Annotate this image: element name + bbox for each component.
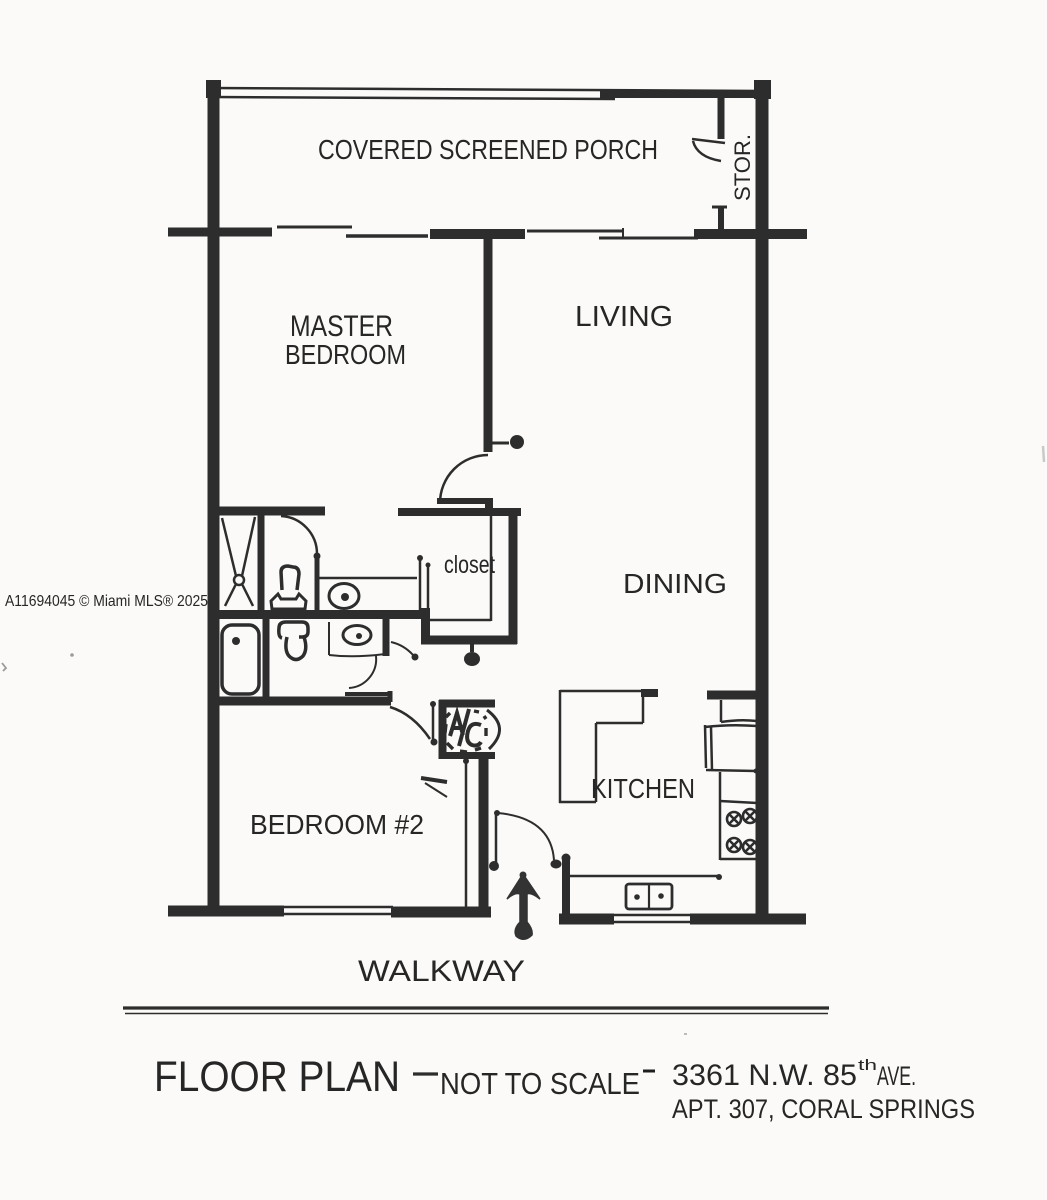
svg-text:FLOOR PLAN: FLOOR PLAN — [154, 1053, 400, 1101]
svg-text:BEDROOM #2: BEDROOM #2 — [250, 809, 424, 840]
svg-text:A11694045 © Miami MLS® 2025: A11694045 © Miami MLS® 2025 — [5, 593, 208, 610]
svg-text:LIVING: LIVING — [575, 301, 673, 333]
svg-text:BEDROOM: BEDROOM — [285, 339, 406, 370]
svg-text:NOT TO SCALE: NOT TO SCALE — [440, 1066, 640, 1101]
svg-text:COVERED SCREENED PORCH: COVERED SCREENED PORCH — [318, 134, 658, 165]
svg-text:KITCHEN: KITCHEN — [591, 773, 695, 804]
svg-text:WALKWAY: WALKWAY — [358, 955, 525, 988]
svg-text:3361 N.W. 85: 3361 N.W. 85 — [672, 1059, 857, 1092]
svg-text:APT. 307, CORAL SPRINGS: APT. 307, CORAL SPRINGS — [672, 1094, 975, 1124]
svg-text:STOR.: STOR. — [730, 134, 755, 201]
svg-text:closet: closet — [444, 551, 495, 579]
svg-text:MASTER: MASTER — [290, 310, 393, 343]
svg-text:AVE.: AVE. — [877, 1061, 916, 1091]
svg-text:DINING: DINING — [623, 568, 727, 599]
svg-text:th: th — [858, 1057, 877, 1074]
